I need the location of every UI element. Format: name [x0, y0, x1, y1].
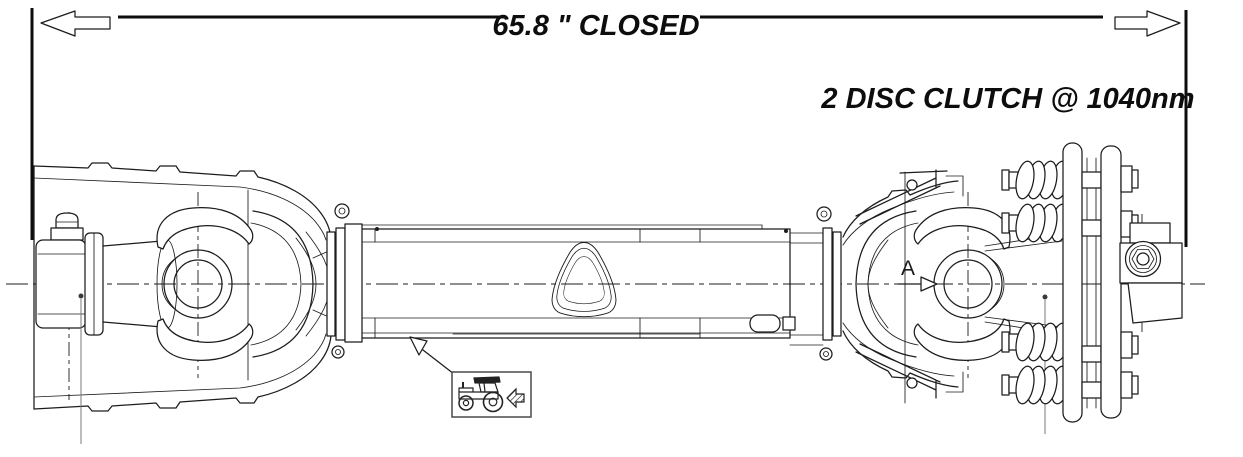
left-guard-bell — [33, 162, 332, 412]
left-guard-lug-bottom — [331, 345, 345, 359]
implement-hub — [1119, 222, 1183, 324]
leader-dot-left — [78, 293, 84, 299]
tractor-side-hatched-arrow-icon — [506, 387, 525, 409]
right-block-arrow-icon — [1114, 10, 1181, 37]
clutch-plate-2 — [1100, 145, 1122, 419]
splined-hub — [35, 239, 87, 329]
clutch-spacer — [1081, 345, 1102, 363]
right-bearing-ring2 — [832, 231, 842, 337]
clutch-spring-row — [1001, 160, 1070, 200]
tube-outer-walls — [361, 228, 791, 339]
triangular-tube-profile-icon — [551, 242, 617, 318]
right-guard-bell — [816, 169, 964, 399]
tractor-side-symbol — [409, 336, 532, 418]
guard-bracket-bottom — [855, 343, 941, 399]
tube-end-cap — [344, 223, 363, 343]
tube-latch-pin — [782, 316, 796, 331]
closed-length-label: 65.8 " CLOSED — [492, 10, 699, 42]
clutch-spring-row — [1001, 322, 1070, 362]
yoke-taper — [102, 240, 163, 328]
bracket-hole-bottom — [906, 377, 918, 389]
clutch-spring-row — [1001, 365, 1070, 405]
section-a-label: A — [901, 257, 915, 280]
left-cross-bearing-cup — [173, 259, 223, 309]
push-pin-cap — [55, 212, 79, 229]
left-yoke-wing-top — [156, 207, 254, 250]
guard-bracket-top — [855, 169, 948, 225]
left-cross-bearing-outer — [163, 249, 233, 319]
dimension-assembly: 65.8 " CLOSED 2 DISC CLUTCH @ 1040nm — [30, 8, 1195, 247]
right-yoke-enclosure — [855, 210, 917, 358]
left-block-arrow-icon — [40, 10, 111, 37]
bracket-hole-top — [906, 179, 918, 191]
clutch-spacer — [1081, 219, 1102, 237]
push-pin-base — [50, 227, 84, 241]
clutch-spacer — [1081, 171, 1102, 189]
clutch-spring-row — [1001, 203, 1070, 243]
left-yoke-wing-bottom — [156, 318, 254, 361]
right-yoke-wing-top — [913, 207, 1011, 250]
right-cross-bearing-cup — [943, 259, 993, 309]
right-bearing-ring — [822, 227, 833, 341]
guard-tube — [326, 203, 824, 359]
leader-arrowhead — [409, 336, 428, 356]
left-bearing-ring — [326, 231, 336, 337]
right-guard-lug-top — [816, 206, 832, 222]
clutch-spacer — [1081, 381, 1102, 399]
leader-dot-right — [1042, 294, 1048, 300]
left-bearing-ring2 — [335, 227, 346, 341]
left-yoke-enclosure — [252, 210, 314, 358]
left-end-yoke — [35, 207, 332, 444]
left-guard-lug-top — [334, 203, 350, 219]
tractor-icon — [458, 376, 504, 413]
clutch-plate-1 — [1062, 142, 1083, 423]
right-yoke-wing-bottom — [913, 318, 1011, 361]
disc-clutch-assembly — [1001, 142, 1183, 423]
tube-latch — [749, 314, 781, 333]
right-guard-lug-bottom — [819, 347, 833, 361]
clutch-spec-label: 2 DISC CLUTCH @ 1040nm — [820, 83, 1194, 115]
symbol-leader-line — [422, 349, 455, 375]
right-end-yoke: A — [855, 207, 1063, 434]
